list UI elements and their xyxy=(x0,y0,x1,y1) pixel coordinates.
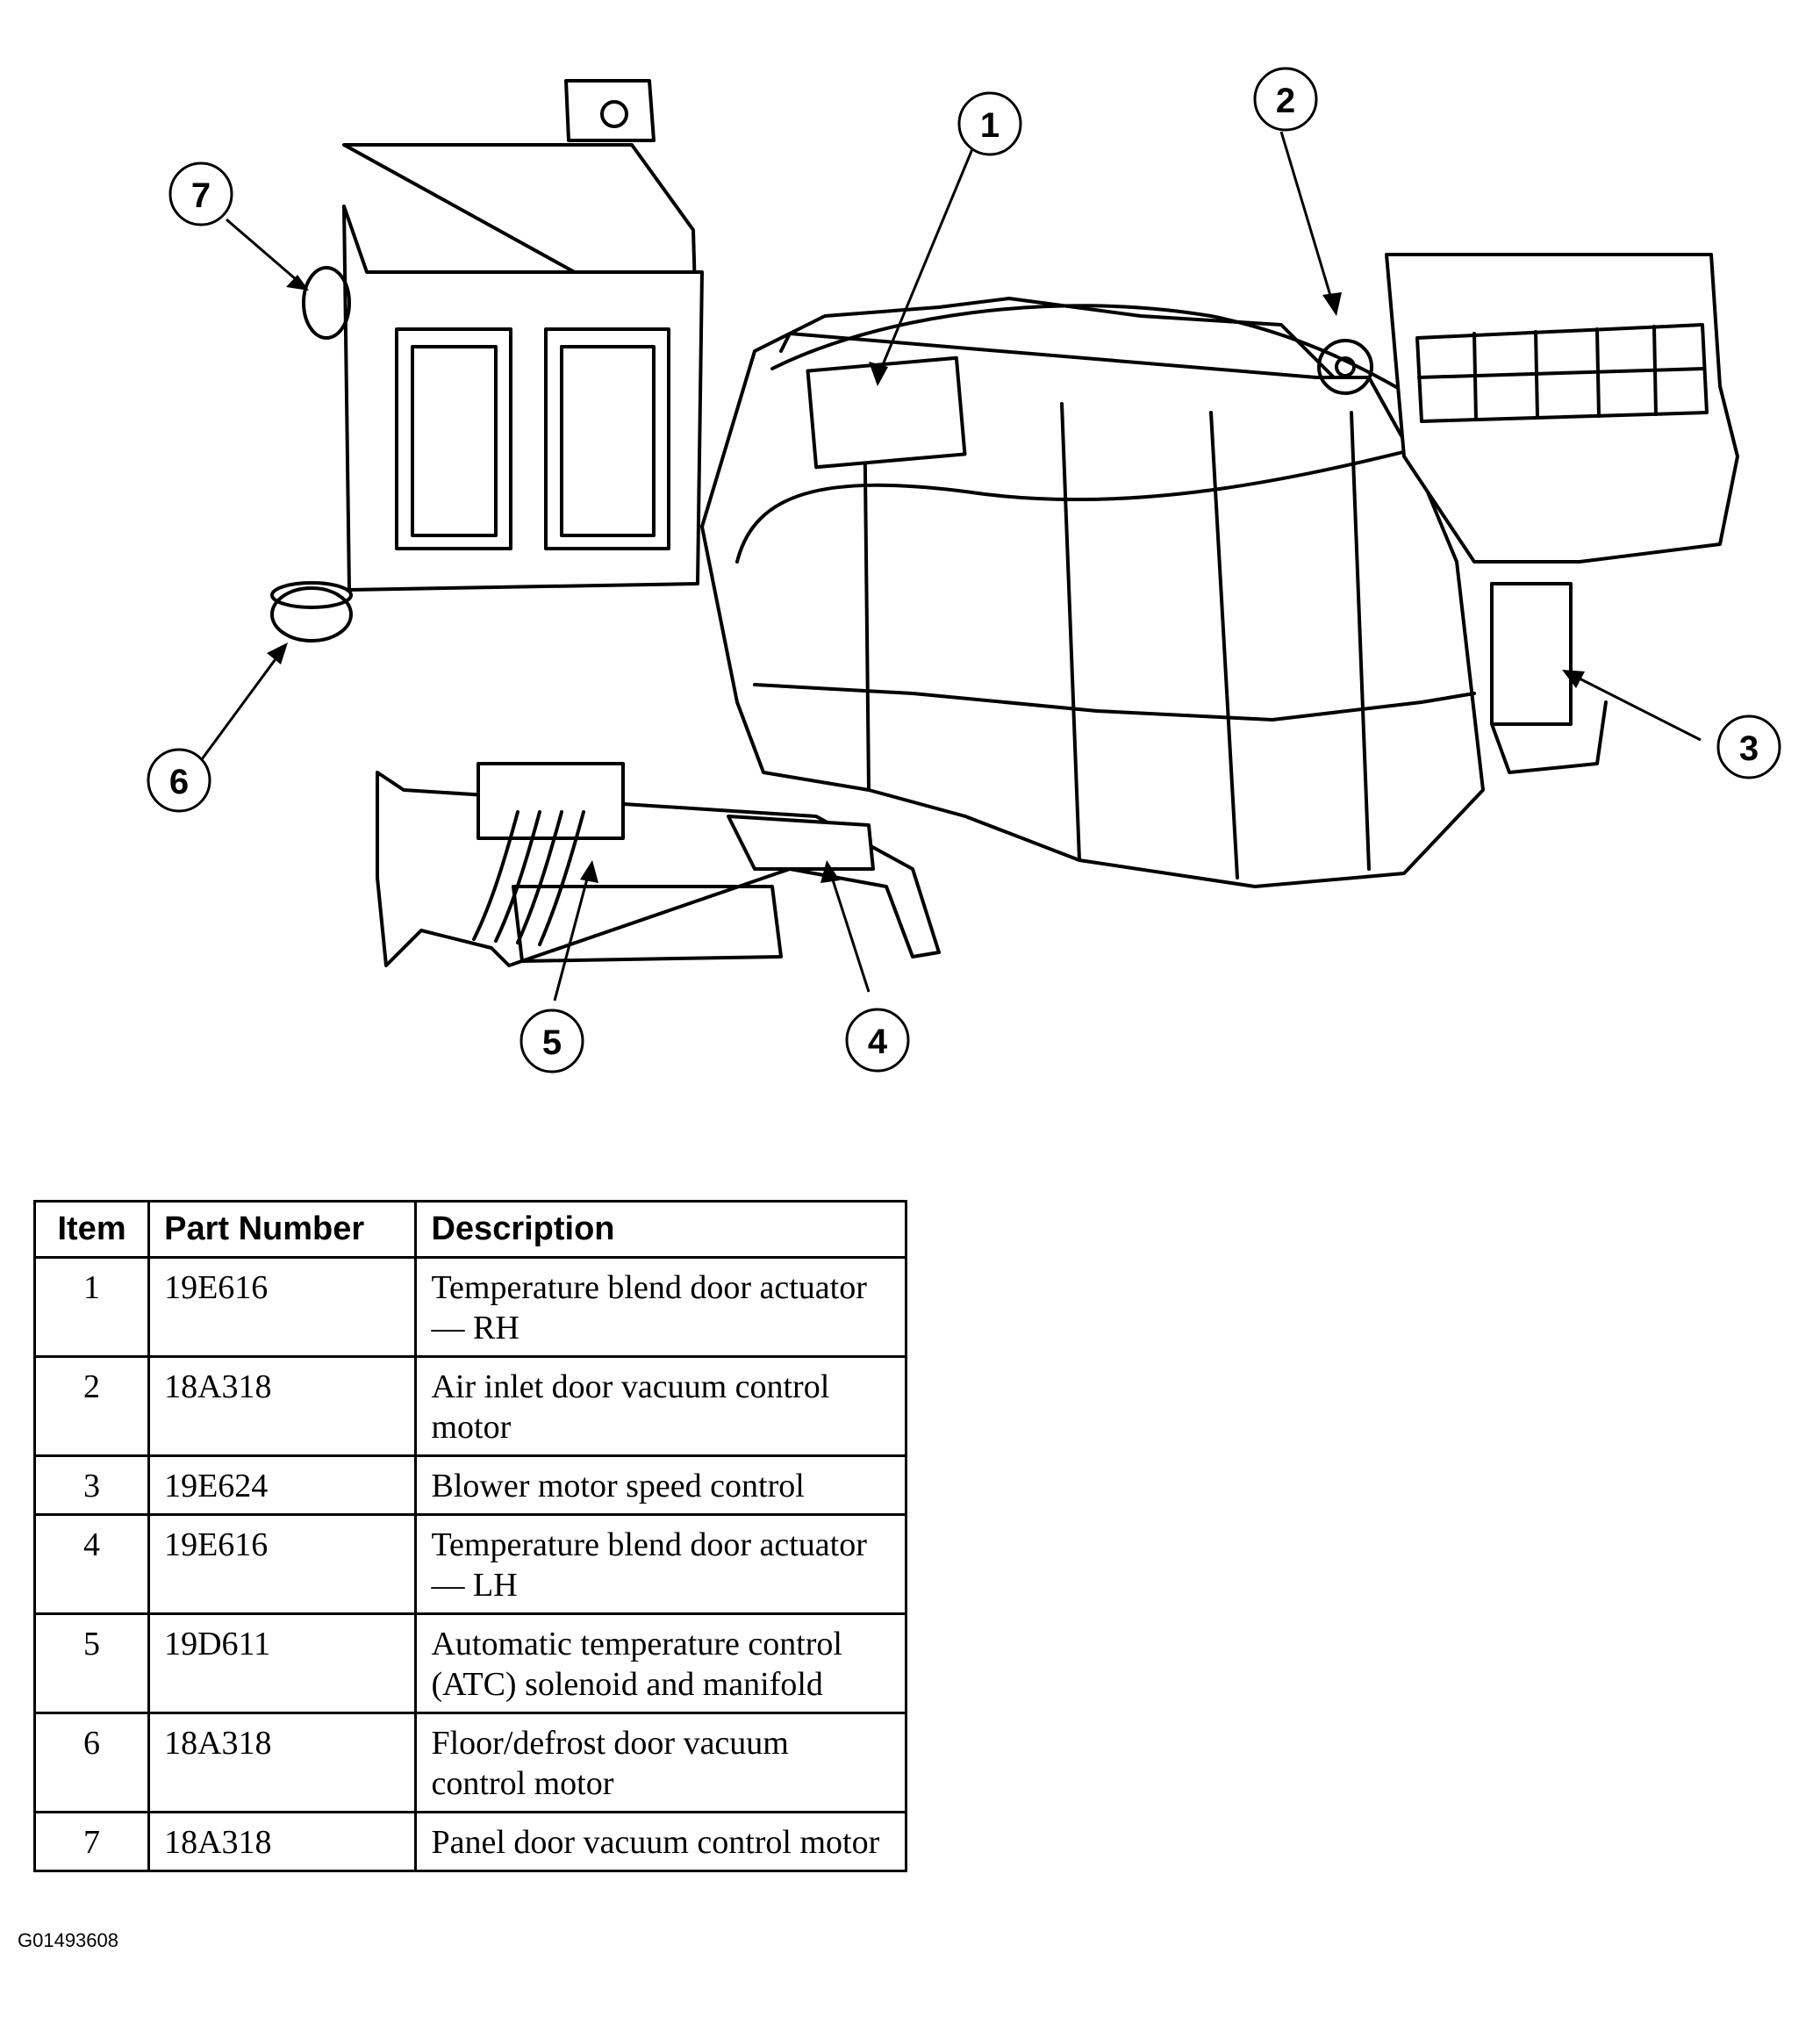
parts-table-header-row: Item Part Number Description xyxy=(32,1200,907,1259)
table-row: 6 18A318 Floor/defrost door vacuum contr… xyxy=(32,1712,907,1813)
blower-grille xyxy=(1415,323,1709,423)
part-description: Temperature blend door actuator — RH xyxy=(414,1256,907,1358)
vacuum-harness-lower xyxy=(735,437,1458,564)
part-number: 19E616 xyxy=(147,1256,418,1358)
arrowhead-7 xyxy=(286,275,309,291)
callout-circle-3 xyxy=(1716,714,1781,779)
blower-housing xyxy=(1385,253,1739,564)
callout-circle-2 xyxy=(1253,67,1318,132)
part-number: 18A318 xyxy=(147,1355,418,1457)
panel-door-motor xyxy=(302,266,351,340)
part-description: Floor/defrost door vacuum control motor xyxy=(414,1712,907,1813)
inlet-door-motor xyxy=(1317,339,1373,395)
figure-id: G01493608 xyxy=(18,1929,118,1951)
floor-defrost-motor-cap xyxy=(270,581,353,609)
item-number: 3 xyxy=(32,1454,151,1516)
part-description: Panel door vacuum control motor xyxy=(414,1811,907,1872)
callout-label-7: 7 xyxy=(191,176,211,215)
item-number: 2 xyxy=(32,1355,151,1457)
leader-7 xyxy=(226,218,304,287)
rh-blend-actuator-body xyxy=(806,355,967,470)
hvac-assembly-drawing xyxy=(270,79,1739,967)
part-description: Temperature blend door actuator — LH xyxy=(414,1513,907,1615)
plenum-window-left-inner xyxy=(411,345,498,537)
arrowhead-2 xyxy=(1322,292,1342,316)
arrowhead-4 xyxy=(820,860,840,883)
plenum-window-right xyxy=(544,327,670,550)
blower-grille-rail xyxy=(1417,367,1706,379)
callout-arrowheads xyxy=(267,275,1585,883)
callout-circles xyxy=(147,67,1781,1073)
item-number: 4 xyxy=(32,1513,151,1615)
part-description: Blower motor speed control xyxy=(414,1454,907,1516)
plenum-window-left xyxy=(395,327,512,550)
header-part-number: Part Number xyxy=(147,1200,418,1259)
part-number: 18A318 xyxy=(147,1712,418,1813)
part-number: 19E624 xyxy=(147,1454,418,1516)
blower-outlet-duct xyxy=(1490,700,1608,774)
arrowhead-6 xyxy=(267,643,288,664)
callout-label-6: 6 xyxy=(169,763,189,801)
upper-housing xyxy=(779,297,1336,379)
callout-label-2: 2 xyxy=(1276,82,1295,120)
part-number: 19E616 xyxy=(147,1513,418,1615)
lh-blend-actuator-body xyxy=(727,815,875,871)
callout-circle-6 xyxy=(147,748,211,813)
leader-1 xyxy=(876,144,976,378)
part-number: 19D611 xyxy=(147,1612,418,1714)
leader-6 xyxy=(200,649,284,760)
table-row: 1 19E616 Temperature blend door actuator… xyxy=(32,1256,907,1358)
arrowhead-5 xyxy=(580,860,598,883)
callout-label-3: 3 xyxy=(1739,729,1759,768)
callout-label-1: 1 xyxy=(980,106,1000,145)
part-description: Air inlet door vacuum control motor xyxy=(414,1355,907,1457)
top-mount-bolt xyxy=(600,100,628,128)
inlet-door-motor-hub xyxy=(1335,356,1356,377)
item-number: 7 xyxy=(32,1811,151,1872)
hvac-assembly-diagram: 1 2 3 4 5 6 7 xyxy=(147,67,1781,1073)
table-row: 3 19E624 Blower motor speed control xyxy=(32,1454,907,1516)
callout-circle-7 xyxy=(168,162,233,226)
callout-labels: 1 2 3 4 5 6 7 xyxy=(169,82,1759,1062)
header-description: Description xyxy=(414,1200,907,1259)
callout-leaders xyxy=(200,131,1702,1002)
arrowhead-3 xyxy=(1562,670,1585,688)
table-row: 4 19E616 Temperature blend door actuator… xyxy=(32,1513,907,1615)
vacuum-harness-upper xyxy=(770,304,1441,414)
callout-circle-5 xyxy=(519,1009,584,1073)
leader-5 xyxy=(553,868,591,1002)
item-number: 5 xyxy=(32,1612,151,1714)
main-case-body xyxy=(700,332,1485,888)
part-number: 18A318 xyxy=(147,1811,418,1872)
header-item: Item xyxy=(32,1200,151,1259)
callout-circle-4 xyxy=(845,1008,910,1073)
main-case-rib-4 xyxy=(1350,411,1371,871)
plenum-front-box xyxy=(342,205,704,592)
plenum-top-frame xyxy=(342,143,697,296)
leader-2 xyxy=(1279,131,1336,308)
item-number: 6 xyxy=(32,1712,151,1813)
part-description: Automatic temperature control (ATC) sole… xyxy=(414,1612,907,1714)
table-row: 2 18A318 Air inlet door vacuum control m… xyxy=(32,1355,907,1457)
main-case-rib-2 xyxy=(1060,402,1081,862)
leader-3 xyxy=(1570,672,1702,742)
table-row: 7 18A318 Panel door vacuum control motor xyxy=(32,1811,907,1872)
blower-speed-control xyxy=(1490,582,1573,726)
callout-circle-1 xyxy=(957,91,1022,156)
top-mount-bracket xyxy=(564,79,656,142)
table-row: 5 19D611 Automatic temperature control (… xyxy=(32,1612,907,1714)
plenum-window-right-inner xyxy=(560,345,656,537)
item-number: 1 xyxy=(32,1256,151,1358)
leader-4 xyxy=(828,868,871,993)
parts-table: Item Part Number Description 1 19E616 Te… xyxy=(32,1200,907,1872)
floor-defrost-motor xyxy=(270,586,353,643)
atc-manifold-hoses xyxy=(472,810,585,946)
main-case-seam xyxy=(753,683,1476,722)
callout-label-5: 5 xyxy=(542,1023,562,1062)
callout-label-4: 4 xyxy=(868,1023,888,1061)
arrowhead-1 xyxy=(869,362,888,386)
atc-solenoid-manifold xyxy=(476,762,625,840)
